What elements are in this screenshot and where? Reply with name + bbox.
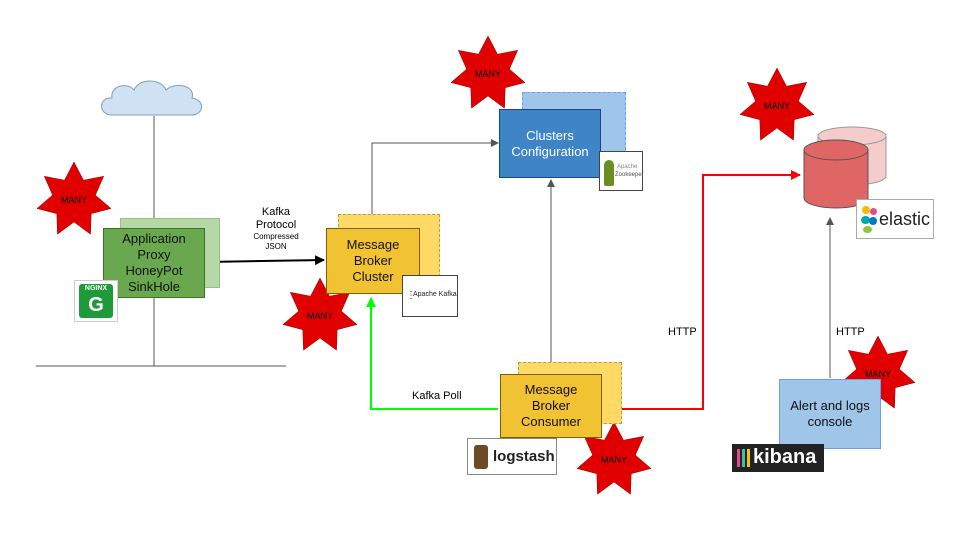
many-star-icon — [282, 277, 358, 351]
kafka-icon: ⋮ — [406, 290, 416, 301]
elastic-dot-icon — [863, 226, 872, 233]
internet-cloud-icon — [101, 80, 202, 116]
edge-broker-config — [371, 139, 499, 226]
message-broker-cluster-node: Message Broker Cluster — [326, 228, 420, 294]
elastic-dot-icon — [870, 208, 877, 215]
many-label: MANY — [61, 195, 87, 205]
node-label-line: Configuration — [511, 143, 589, 159]
many-star-icon — [739, 67, 815, 141]
many-label: MANY — [601, 455, 627, 465]
edge-http-consumer-db — [602, 170, 801, 410]
many-star-icon — [450, 35, 526, 109]
nginx-logo-text: NGINX — [84, 285, 108, 292]
node-label-line: Clusters — [526, 127, 574, 143]
logstash-logo-text: logstash — [493, 448, 555, 465]
zookeeper-logo: Apache Zookeeper — [599, 151, 644, 191]
node-label-line: console — [807, 414, 853, 429]
clusters-configuration-node: Clusters Configuration — [499, 109, 601, 178]
zookeeper-figure-icon — [604, 160, 614, 186]
message-broker-consumer-node: Message Broker Consumer — [500, 374, 602, 438]
kafka-logo-text: Apache Kafka — [413, 291, 457, 298]
http-consumer-db-label: HTTP — [668, 326, 697, 338]
node-label-line: HoneyPot — [125, 263, 183, 278]
many-label: MANY — [764, 101, 790, 111]
kafka-protocol-label: Kafka Protocol Compressed JSON — [236, 206, 316, 252]
many-label: MANY — [307, 311, 333, 321]
node-label-line: Proxy — [137, 247, 171, 262]
edge-label-line: JSON — [265, 242, 287, 251]
node-label-line: SinkHole — [127, 279, 180, 294]
node-label-line: Broker — [353, 253, 393, 268]
kafka-poll-label: Kafka Poll — [412, 390, 462, 402]
many-stars: MANY MANY MANY MANY MANY MANY — [36, 35, 916, 495]
kibana-bars-icon — [737, 449, 740, 467]
edge-label-line: Protocol — [255, 219, 297, 231]
elastic-logo-text: elastic — [879, 209, 931, 229]
many-star-icon — [576, 421, 652, 495]
many-label: MANY — [475, 69, 501, 79]
alert-logs-console-node: Alert and logs console — [779, 379, 881, 449]
edge-label-line: Kafka — [261, 206, 291, 218]
zookeeper-logo-name: Zookeeper — [615, 172, 644, 178]
node-label-line: Cluster — [352, 269, 394, 284]
nginx-g-icon: G — [88, 294, 104, 316]
edge-kafka-poll — [366, 297, 498, 410]
elastic-dot-icon — [869, 217, 877, 225]
kibana-logo-text: kibana — [753, 446, 817, 468]
elastic-dot-icon — [862, 206, 870, 214]
zookeeper-logo-top: Apache — [617, 164, 638, 170]
http-console-db-label: HTTP — [836, 326, 865, 338]
edge-kafka-protocol — [205, 255, 325, 266]
node-label-line: Message — [524, 382, 578, 397]
edge-label-line: Compressed — [253, 232, 299, 241]
logstash-log-icon — [474, 445, 488, 469]
logstash-logo: logstash — [467, 438, 557, 475]
nginx-logo: NGINX G — [74, 280, 118, 322]
node-label-line: Alert and logs — [790, 398, 870, 413]
kibana-bars-icon — [742, 449, 745, 467]
apache-kafka-logo: ⋮ Apache Kafka — [402, 275, 458, 317]
node-label-line: Application — [122, 231, 186, 246]
node-label-line: Message — [346, 237, 400, 252]
elastic-dot-icon — [861, 216, 870, 224]
database-icon — [803, 126, 887, 209]
many-label: MANY — [865, 369, 891, 379]
application-proxy-node: Application Proxy HoneyPot SinkHole — [103, 228, 205, 298]
node-label-line: Consumer — [521, 414, 581, 429]
kibana-bars-icon — [747, 449, 750, 467]
kibana-logo: kibana — [732, 444, 824, 472]
elastic-logo: elastic — [856, 199, 934, 239]
node-label-line: Broker — [531, 398, 571, 413]
many-star-icon — [36, 161, 112, 235]
